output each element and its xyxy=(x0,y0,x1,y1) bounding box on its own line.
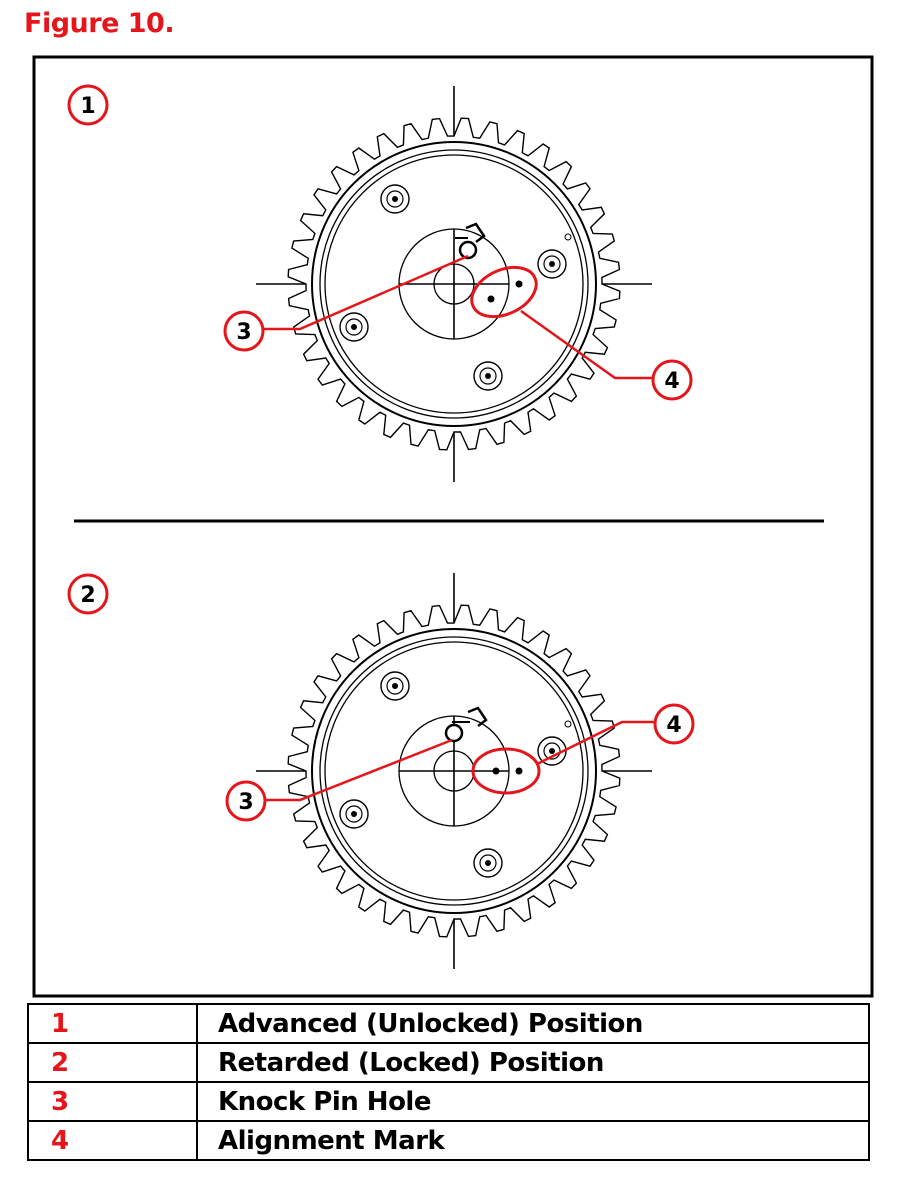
legend-row: 1 Advanced (Unlocked) Position xyxy=(27,1003,870,1044)
legend-description: Retarded (Locked) Position xyxy=(196,1042,870,1083)
knock-pin-hole xyxy=(444,723,464,743)
knock-pin xyxy=(465,222,486,243)
sprocket-ring xyxy=(311,628,597,914)
sprocket-ring xyxy=(324,641,584,901)
panel-retarded: 2 3 4 xyxy=(67,573,695,969)
ring-notch xyxy=(564,720,572,728)
sprocket-diagram: 1 3 4 2 3 4 xyxy=(32,55,874,998)
alignment-callout-label: 4 xyxy=(666,713,681,738)
legend-description: Knock Pin Hole xyxy=(196,1081,870,1122)
bolt-center xyxy=(485,860,491,866)
bolt-center xyxy=(392,196,398,202)
sprocket-ring xyxy=(324,154,584,414)
alignment-dot xyxy=(487,295,495,303)
pin-hole-leader xyxy=(266,738,453,802)
panel-callout-circle xyxy=(67,573,109,615)
alignment-dot xyxy=(515,767,523,775)
panel-callout-circle xyxy=(67,84,109,126)
alignment-callout-circle xyxy=(651,359,693,401)
alignment-leader xyxy=(536,720,654,766)
alignment-leader xyxy=(520,309,652,380)
bolt-center xyxy=(485,373,491,379)
figure-title: Figure 10. xyxy=(24,8,175,39)
bolt-center xyxy=(549,748,555,754)
knock-pin xyxy=(467,706,488,727)
alignment-dot xyxy=(492,767,500,775)
alignment-mark-highlight xyxy=(470,265,538,319)
alignment-mark-highlight xyxy=(471,747,541,795)
alignment-dot xyxy=(515,280,523,288)
pin-hole-callout-label: 3 xyxy=(238,790,253,815)
legend-row: 4 Alignment Mark xyxy=(27,1120,870,1161)
knock-pin-hole xyxy=(458,240,478,260)
bolt-center xyxy=(351,811,357,817)
legend-number: 4 xyxy=(27,1120,198,1161)
alignment-callout-label: 4 xyxy=(664,369,679,394)
panel-callout-label: 2 xyxy=(80,583,95,608)
pin-hole-callout-circle xyxy=(223,310,265,352)
panel-advanced: 1 3 4 xyxy=(67,84,693,482)
sprocket-ring xyxy=(319,149,589,419)
legend-table: 1 Advanced (Unlocked) Position 2 Retarde… xyxy=(27,1003,870,1161)
pin-hole-callout-circle xyxy=(225,780,267,822)
ring-notch xyxy=(564,233,572,241)
alignment-callout-circle xyxy=(653,703,695,745)
bolt-center xyxy=(549,261,555,267)
legend-description: Advanced (Unlocked) Position xyxy=(196,1003,870,1044)
sprocket-ring xyxy=(311,141,597,427)
legend-row: 2 Retarded (Locked) Position xyxy=(27,1042,870,1083)
legend-number: 3 xyxy=(27,1081,198,1122)
sprocket-ring xyxy=(319,636,589,906)
pin-hole-leader xyxy=(263,254,469,331)
legend-number: 2 xyxy=(27,1042,198,1083)
legend-number: 1 xyxy=(27,1003,198,1044)
panel-callout-label: 1 xyxy=(80,94,95,119)
pin-hole-callout-label: 3 xyxy=(236,320,251,345)
legend-description: Alignment Mark xyxy=(196,1120,870,1161)
legend-row: 3 Knock Pin Hole xyxy=(27,1081,870,1122)
bolt-center xyxy=(351,324,357,330)
diagram-frame xyxy=(32,55,874,998)
bolt-center xyxy=(392,683,398,689)
